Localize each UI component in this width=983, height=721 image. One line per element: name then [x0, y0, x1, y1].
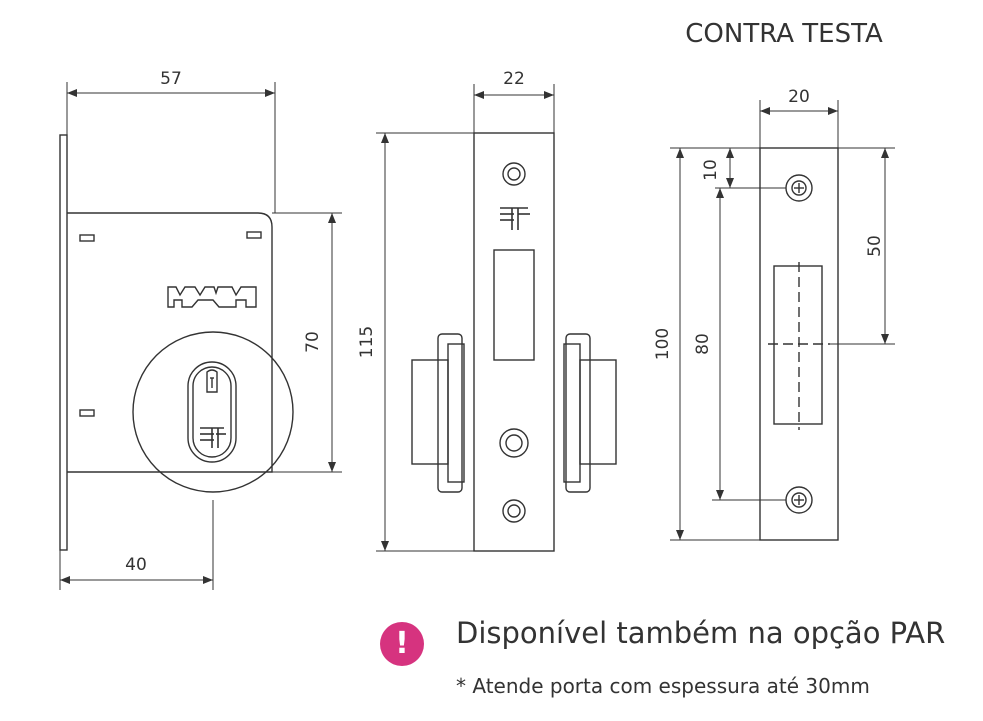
dimension-80: [712, 188, 786, 501]
label-front-length: 115: [357, 326, 377, 358]
label-body-width: 57: [160, 69, 182, 89]
dimension-57: [66, 82, 276, 213]
door-thickness-footnote: * Atende porta com espessura até 30mm: [456, 674, 870, 698]
dimension-10: [715, 147, 786, 189]
brand-logo-icon: [500, 207, 530, 230]
brand-logo-icon: [200, 427, 226, 448]
strike-plate-title: CONTRA TESTA: [685, 19, 883, 49]
dimension-50: [830, 147, 895, 345]
label-front-width: 22: [503, 69, 525, 89]
label-strike-length: 100: [653, 328, 673, 360]
exclamation-icon: !: [380, 622, 424, 666]
label-backset: 40: [125, 555, 147, 575]
strike-plate-view: [759, 147, 839, 541]
dimension-20: [759, 100, 839, 148]
label-strike-top-offset: 10: [701, 159, 721, 181]
label-strike-hole-distance: 50: [865, 235, 885, 257]
lock-front-view: [411, 132, 617, 552]
dimension-70: [272, 212, 342, 473]
dimension-40: [59, 500, 214, 590]
availability-text: Disponível também na opção PAR: [456, 616, 946, 650]
label-strike-screw-spacing: 80: [693, 333, 713, 355]
label-strike-width: 20: [788, 87, 810, 107]
dimension-22: [473, 84, 555, 133]
dimension-100: [670, 147, 760, 541]
lock-side-view: [59, 134, 294, 551]
dimension-115: [376, 132, 474, 552]
label-body-height: 70: [303, 331, 323, 353]
